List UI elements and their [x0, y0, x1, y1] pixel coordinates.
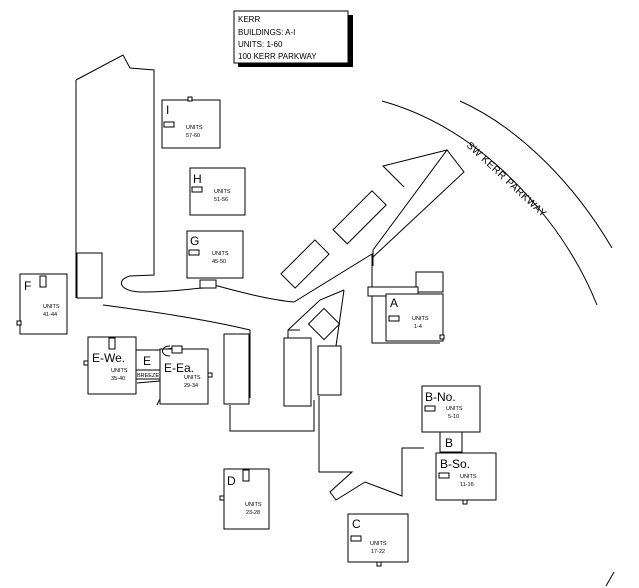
building-e-west: E-We. UNITS 35-40: [83, 336, 137, 395]
units-range: 11-16: [460, 482, 474, 488]
building-h: H UNITS 51-56: [189, 167, 246, 216]
parking-structures: [76, 190, 444, 407]
building-letter: A: [390, 296, 398, 310]
units-label: UNITS: [111, 368, 128, 374]
units-range: 23-28: [246, 510, 260, 516]
building-e-breezeway: E BREEZE: [135, 349, 161, 380]
building-c: C UNITS 17-22: [347, 513, 409, 567]
building-letter: F: [24, 279, 31, 293]
info-line-2: BUILDINGS: A-I: [238, 28, 295, 37]
units-label: UNITS: [370, 541, 387, 547]
building-e-east: E-Ea. UNITS 29-34: [159, 345, 213, 405]
units-range: 45-50: [212, 259, 226, 265]
units-range: 35-40: [111, 376, 125, 382]
units-range: 29-34: [184, 383, 198, 389]
units-label: UNITS: [446, 406, 463, 412]
building-letter: B-No.: [425, 390, 456, 404]
building-letter: E-We.: [92, 351, 125, 365]
units-range: 57-60: [186, 133, 200, 139]
building-letter: E: [143, 354, 151, 368]
units-label: UNITS: [186, 125, 203, 131]
units-range: 5-10: [448, 414, 459, 420]
units-range: 17-22: [371, 549, 385, 555]
breezeway-label: BREEZE: [137, 373, 159, 379]
info-line-4: 100 KERR PARKWAY: [238, 52, 317, 61]
building-g: G UNITS 45-50: [186, 230, 244, 279]
info-line-3: UNITS: 1-60: [238, 40, 283, 49]
building-letter: B-So.: [440, 457, 470, 471]
units-label: UNITS: [460, 474, 477, 480]
building-letter: E-Ea.: [164, 361, 194, 375]
info-line-1: KERR: [238, 15, 260, 24]
building-letter: D: [227, 474, 236, 488]
building-b-south: B-So. UNITS 11-16: [435, 452, 497, 505]
corner-mark: [605, 571, 615, 587]
building-a: A UNITS 1-4: [385, 293, 445, 342]
units-label: UNITS: [212, 251, 229, 257]
building-f: F UNITS 41-44: [16, 273, 68, 335]
building-letter: I: [166, 103, 169, 117]
units-label: UNITS: [412, 316, 429, 322]
building-letter: H: [193, 172, 202, 186]
building-d: D UNITS 23-28: [219, 468, 270, 530]
building-letter: B: [445, 436, 453, 450]
units-range: 1-4: [414, 324, 422, 330]
units-label: UNITS: [43, 304, 60, 310]
building-letter: G: [190, 234, 199, 248]
units-label: UNITS: [184, 375, 201, 381]
site-outline: [75, 54, 465, 501]
building-i: I UNITS 57-60: [161, 96, 221, 149]
building-b-north: B-No. UNITS 5-10: [421, 385, 481, 433]
building-letter: C: [352, 517, 361, 531]
units-label: UNITS: [245, 502, 262, 508]
units-range: 51-56: [214, 197, 228, 203]
building-b-connector: B: [439, 431, 463, 453]
info-box: KERR BUILDINGS: A-I UNITS: 1-60 100 KERR…: [233, 10, 353, 67]
units-range: 41-44: [43, 312, 57, 318]
units-label: UNITS: [214, 189, 231, 195]
